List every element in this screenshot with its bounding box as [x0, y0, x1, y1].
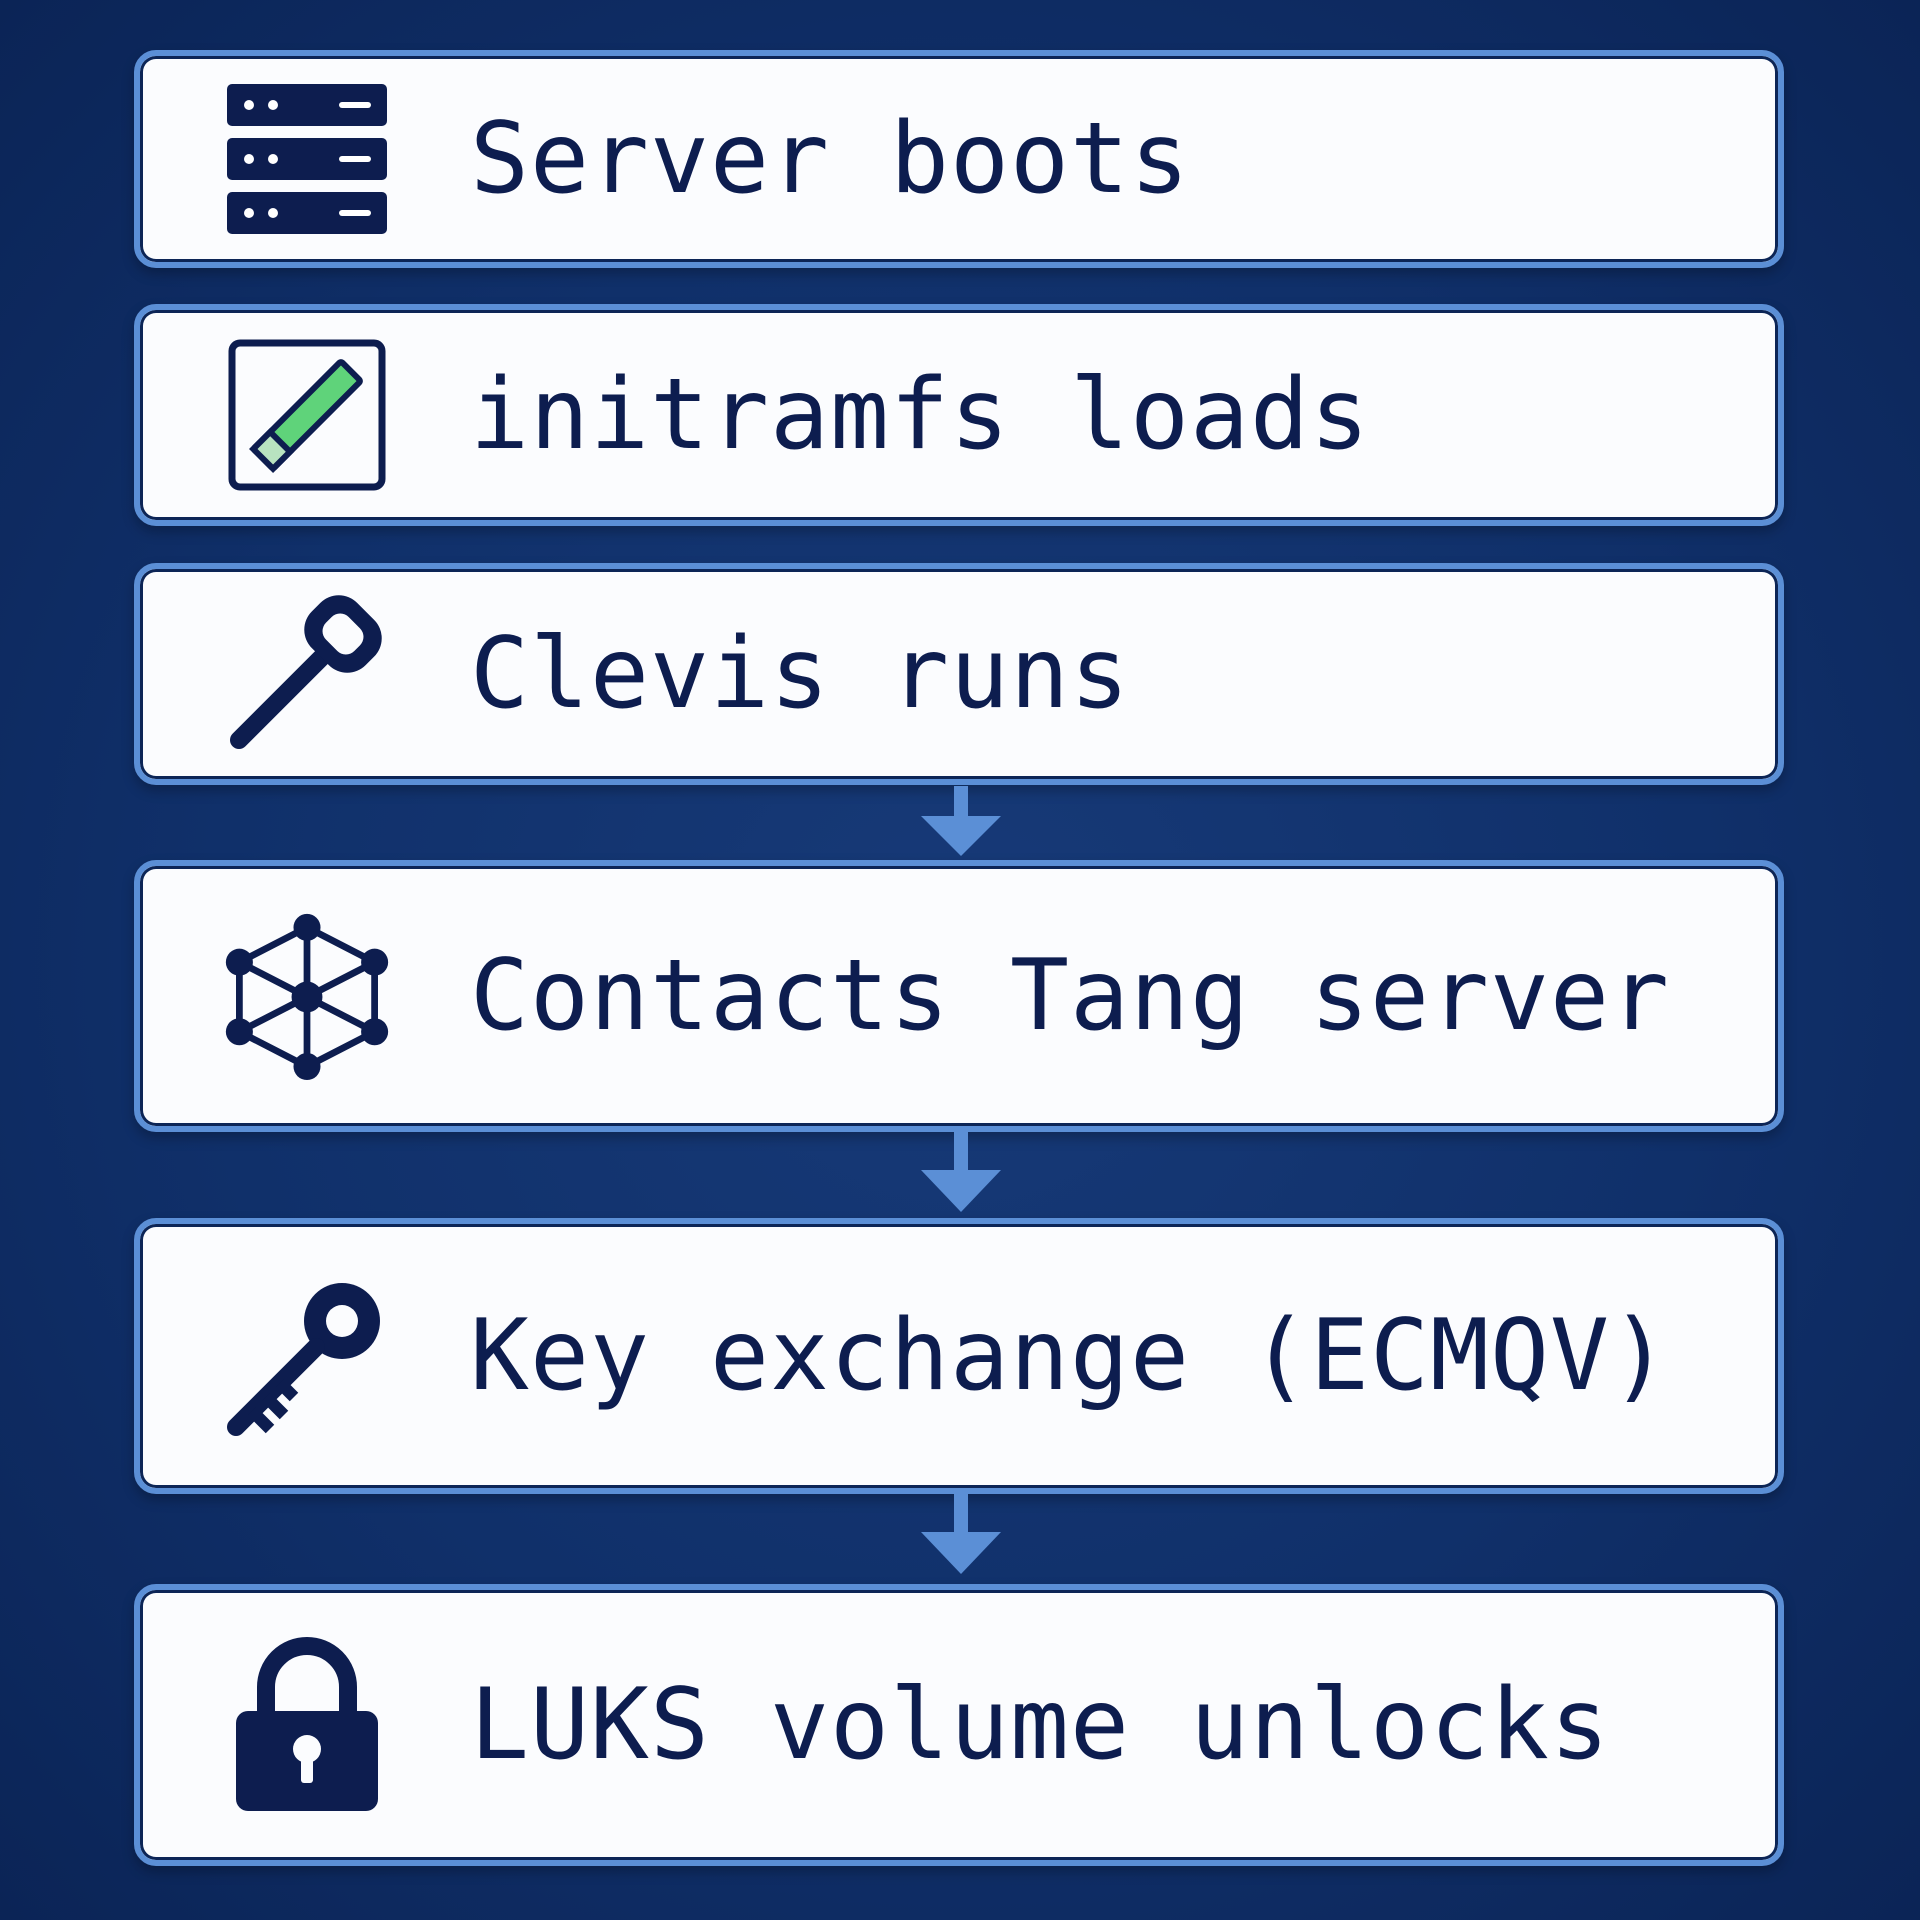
step-server-boots: Server boots [134, 50, 1784, 268]
key-icon [222, 1271, 392, 1441]
step-label: Clevis runs [470, 617, 1131, 731]
lock-icon [222, 1637, 392, 1811]
flow-arrow [921, 1494, 1001, 1574]
step-label: Contacts Tang server [470, 939, 1671, 1053]
step-contacts-tang-server: Contacts Tang server [134, 860, 1784, 1132]
step-key-exchange: Key exchange (ECMQV) [134, 1218, 1784, 1494]
step-initramfs-loads: initramfs loads [134, 304, 1784, 526]
ramdisk-icon [222, 330, 392, 500]
wrench-icon [222, 589, 392, 759]
flow-arrow [921, 786, 1001, 856]
step-label: Server boots [470, 102, 1191, 216]
server-rack-icon [222, 74, 392, 244]
step-label: initramfs loads [470, 358, 1371, 472]
step-label: Key exchange (ECMQV) [470, 1299, 1671, 1413]
step-clevis-runs: Clevis runs [134, 563, 1784, 785]
network-icon [222, 911, 392, 1081]
step-luks-volume-unlocks: LUKS volume unlocks [134, 1584, 1784, 1866]
flow-arrow [921, 1132, 1001, 1212]
step-label: LUKS volume unlocks [470, 1668, 1611, 1782]
